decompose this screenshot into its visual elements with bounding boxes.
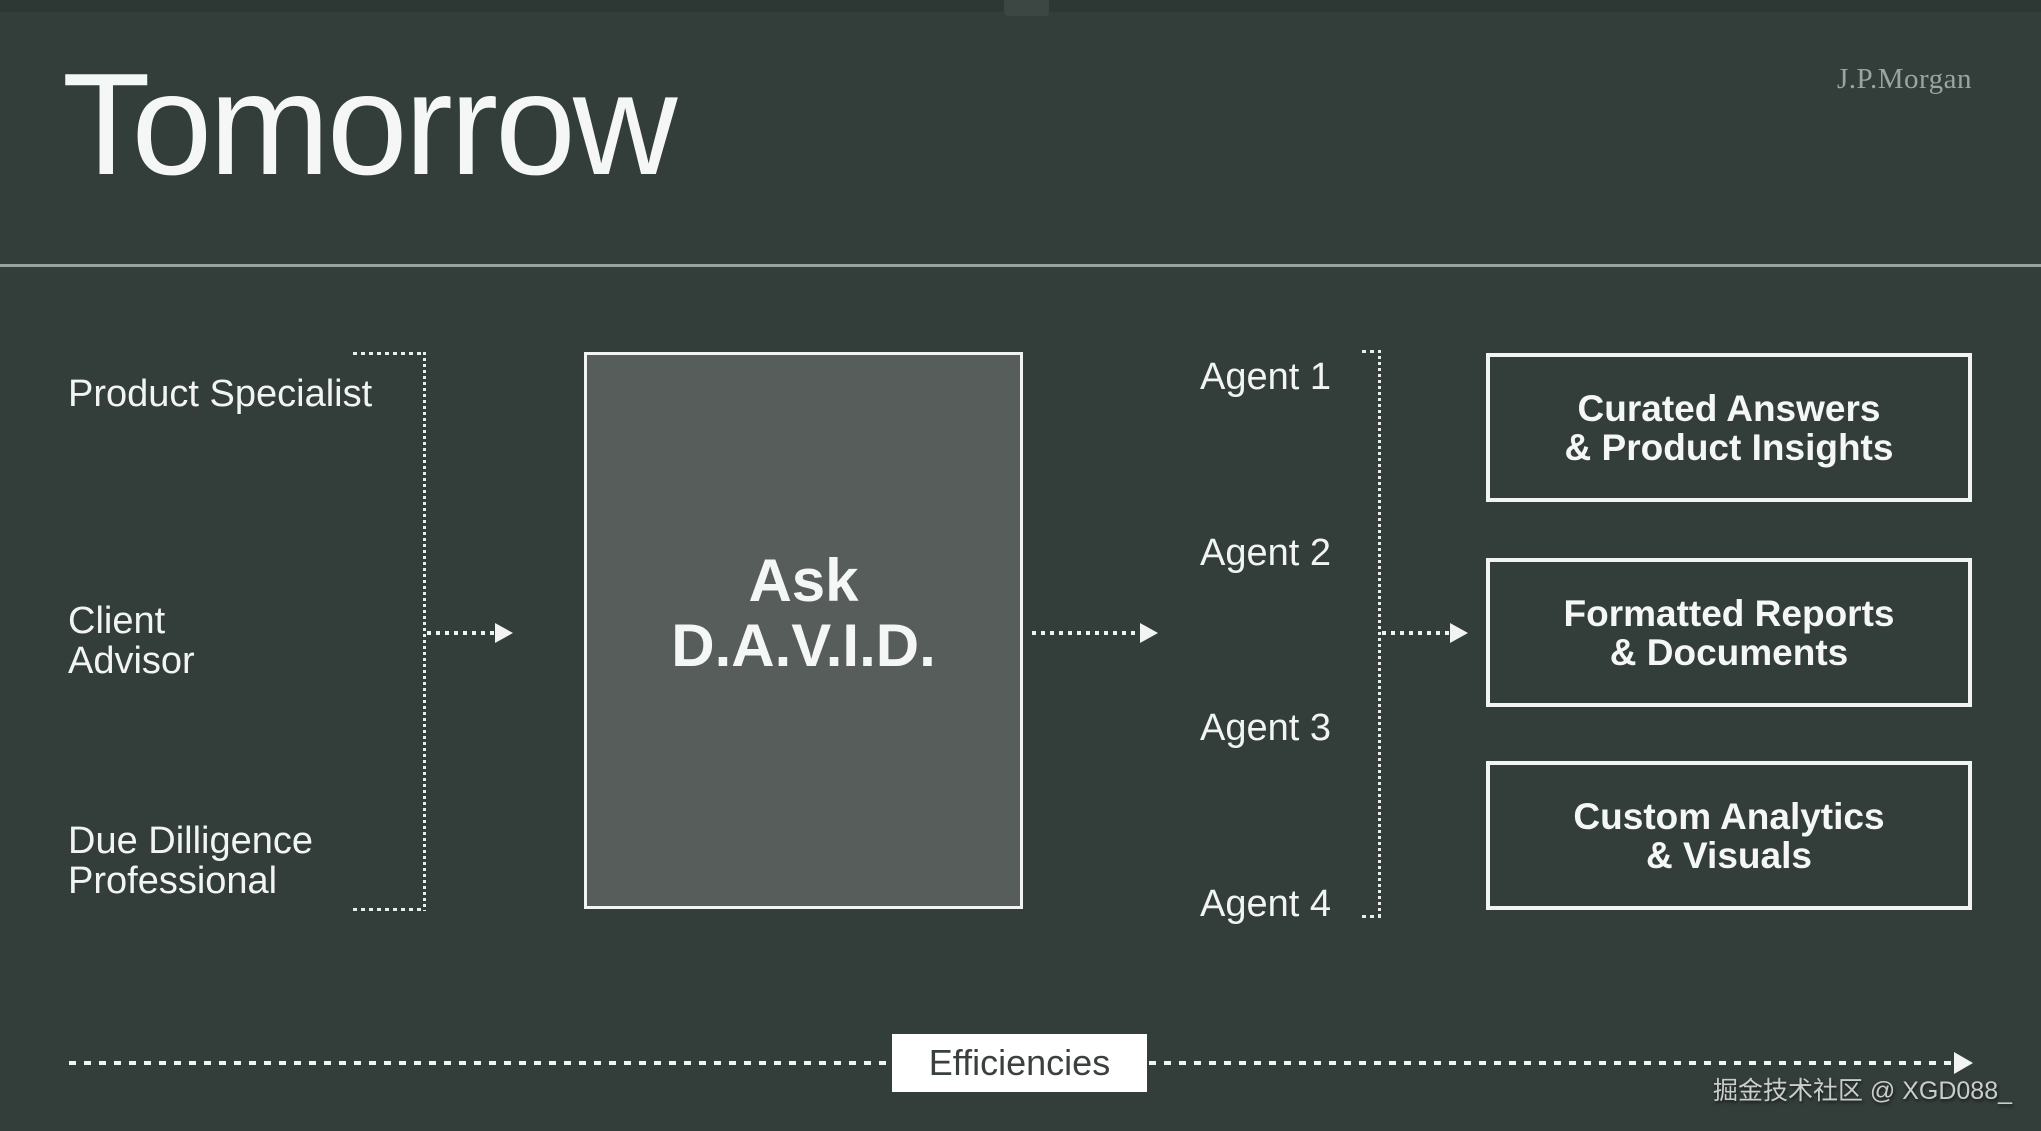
role-line: Advisor xyxy=(68,640,195,682)
role-label-client-advisor: Client Advisor xyxy=(68,601,195,681)
agent-label-4: Agent 4 xyxy=(1200,883,1331,925)
arrow-david-to-agents-icon xyxy=(1140,623,1158,643)
role-line: Due Dilligence xyxy=(68,820,314,862)
output-box-curated-answers: Curated Answers & Product Insights xyxy=(1486,353,1972,502)
role-line: Client xyxy=(68,600,166,642)
agents-bracket-line xyxy=(1378,350,1381,918)
role-line: Professional xyxy=(68,860,278,902)
output-line: Curated Answers xyxy=(1577,387,1881,429)
slide-title: Tomorrow xyxy=(62,43,677,205)
output-line: Formatted Reports xyxy=(1563,592,1895,634)
efficiencies-arrowhead-icon xyxy=(1954,1052,1973,1074)
role-label-due-dilligence: Due Dilligence Professional xyxy=(68,821,313,901)
output-box-custom-analytics: Custom Analytics & Visuals xyxy=(1486,761,1972,910)
ask-david-line1: Ask xyxy=(748,546,859,614)
ask-david-line2: D.A.V.I.D. xyxy=(671,611,936,679)
roles-bracket-top-stub xyxy=(353,352,425,355)
output-line: Custom Analytics xyxy=(1573,795,1885,837)
output-line: & Documents xyxy=(1609,631,1849,673)
arrow-agents-to-outputs-line xyxy=(1382,631,1450,635)
arrow-roles-to-david-line xyxy=(427,631,497,635)
output-box-label: Curated Answers & Product Insights xyxy=(1565,389,1894,467)
output-line: & Visuals xyxy=(1646,834,1812,876)
arrow-agents-to-outputs-icon xyxy=(1450,623,1468,643)
role-label-product-specialist: Product Specialist xyxy=(68,374,372,414)
roles-bracket-line xyxy=(423,352,426,911)
watermark: 掘金技术社区 @ XGD088_ xyxy=(1712,1077,2012,1105)
output-box-label: Custom Analytics & Visuals xyxy=(1573,797,1884,875)
agent-label-2: Agent 2 xyxy=(1200,532,1331,574)
top-strip-tab xyxy=(1004,0,1049,16)
efficiencies-label: Efficiencies xyxy=(928,1042,1111,1083)
roles-bracket-bottom-stub xyxy=(353,908,425,911)
agent-label-3: Agent 3 xyxy=(1200,707,1331,749)
jpmorgan-logo: J.P.Morgan xyxy=(1837,63,1972,95)
output-line: & Product Insights xyxy=(1564,426,1894,468)
efficiencies-badge: Efficiencies xyxy=(892,1034,1147,1092)
agent-label-1: Agent 1 xyxy=(1200,356,1331,398)
output-box-label: Formatted Reports & Documents xyxy=(1564,594,1895,672)
ask-david-label: Ask D.A.V.I.D. xyxy=(671,548,936,678)
agents-bracket-top-stub xyxy=(1362,350,1381,353)
role-line: Product Specialist xyxy=(68,373,373,415)
arrow-roles-to-david-icon xyxy=(495,623,513,643)
output-box-formatted-reports: Formatted Reports & Documents xyxy=(1486,558,1972,707)
agents-bracket-bottom-stub xyxy=(1362,915,1381,918)
top-strip-right xyxy=(1049,0,2041,12)
arrow-david-to-agents-line xyxy=(1032,631,1140,635)
top-strip-left xyxy=(0,0,1004,12)
header-divider xyxy=(0,264,2041,267)
ask-david-box: Ask D.A.V.I.D. xyxy=(584,352,1023,909)
